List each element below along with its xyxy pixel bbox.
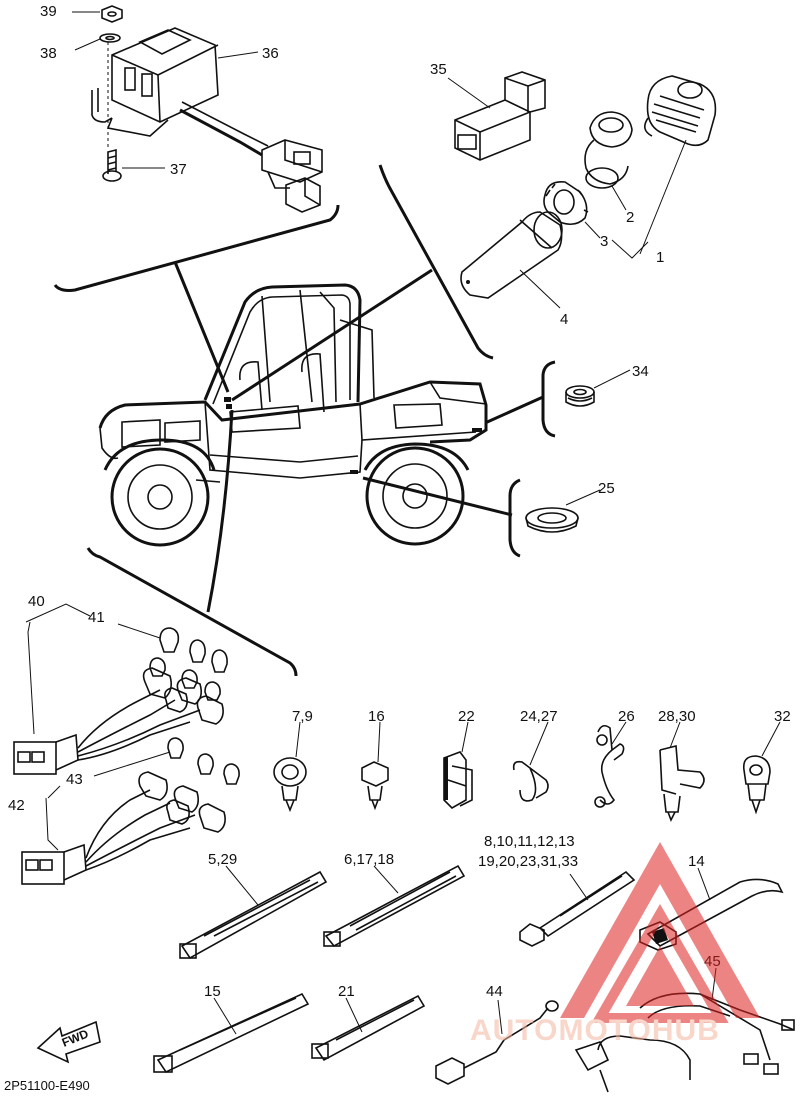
label-39: 39 <box>40 3 57 20</box>
label-22: 22 <box>458 708 475 725</box>
part-21-tie <box>311 994 426 1062</box>
watermark-logo: AUTOMOTOHUB <box>470 842 760 1047</box>
part-34-grommet <box>565 369 631 407</box>
part-3-nut-ring <box>543 180 601 239</box>
part-1-socket <box>639 75 717 255</box>
label-7-9: 7,9 <box>292 708 313 725</box>
label-37: 37 <box>170 161 187 178</box>
part-16-clip <box>361 721 389 811</box>
label-1: 1 <box>656 249 664 266</box>
part-5-29-tie <box>179 865 328 960</box>
label-43: 43 <box>66 771 83 788</box>
label-14: 14 <box>688 853 705 870</box>
rear-wheel <box>365 446 465 546</box>
front-wheel <box>110 447 210 547</box>
label-28-30: 28,30 <box>658 708 696 725</box>
part-36-relay <box>91 27 323 213</box>
label-40: 40 <box>28 593 45 610</box>
part-37-screw <box>102 148 165 182</box>
label-26: 26 <box>618 708 635 725</box>
part-22-clip <box>443 721 473 809</box>
part-8-tie <box>519 870 636 947</box>
label-38: 38 <box>40 45 57 62</box>
label-3: 3 <box>600 233 608 250</box>
label-34: 34 <box>632 363 649 380</box>
part-15-tie <box>153 992 310 1074</box>
label-25: 25 <box>598 480 615 497</box>
part-40-harness <box>13 603 228 775</box>
label-8-group-line1: 8,10,11,12,13 <box>484 833 575 850</box>
part-24-27-clip <box>512 721 549 802</box>
watermark-text: AUTOMOTOHUB <box>470 1014 720 1047</box>
part-6-17-18-tie <box>323 864 466 948</box>
label-36: 36 <box>262 45 279 62</box>
part-39-nut <box>72 5 123 23</box>
fwd-arrow-icon: FWD <box>36 1020 101 1064</box>
label-21: 21 <box>338 983 355 1000</box>
part-26-clip <box>594 721 627 808</box>
label-35: 35 <box>430 61 447 78</box>
part-35-sensor <box>447 71 546 161</box>
part-4-boot <box>460 211 563 309</box>
label-42: 42 <box>8 797 25 814</box>
label-24-27: 24,27 <box>520 708 558 725</box>
label-2: 2 <box>626 209 634 226</box>
label-44: 44 <box>486 983 503 1000</box>
part-44-lead <box>435 999 559 1085</box>
part-28-30-clip <box>659 721 705 822</box>
label-4: 4 <box>560 311 568 328</box>
part-25-grommet <box>525 489 601 533</box>
label-41: 41 <box>88 609 105 626</box>
callout-lines <box>53 164 556 677</box>
diagram-code: 2P51100-E490 <box>4 1078 90 1093</box>
label-32: 32 <box>774 708 791 725</box>
part-32-clip <box>742 721 781 815</box>
label-16: 16 <box>368 708 385 725</box>
label-15: 15 <box>204 983 221 1000</box>
label-8-group-line2: 19,20,23,31,33 <box>478 853 578 870</box>
part-7-9-clip <box>273 721 307 813</box>
label-6-17-18: 6,17,18 <box>344 851 394 868</box>
vehicle-illustration <box>98 283 488 547</box>
part-2-cap <box>584 111 633 211</box>
part-38-washer <box>74 33 121 148</box>
label-5-29: 5,29 <box>208 851 237 868</box>
part-42-harness <box>21 737 240 885</box>
